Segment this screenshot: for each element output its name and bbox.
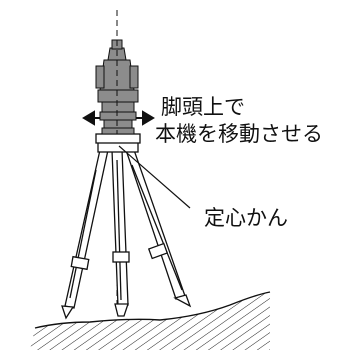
centering-label: 定心かん [204, 206, 288, 230]
move-label-line1: 脚頭上で [161, 95, 245, 119]
ground-hatch-icon [30, 291, 271, 350]
instrument-icon [95, 39, 139, 135]
leader-line [118, 145, 191, 209]
left-right-arrow-icon [82, 110, 155, 126]
move-label-line2: 本機を移動させる [155, 122, 323, 146]
tripod-icon [61, 133, 192, 320]
